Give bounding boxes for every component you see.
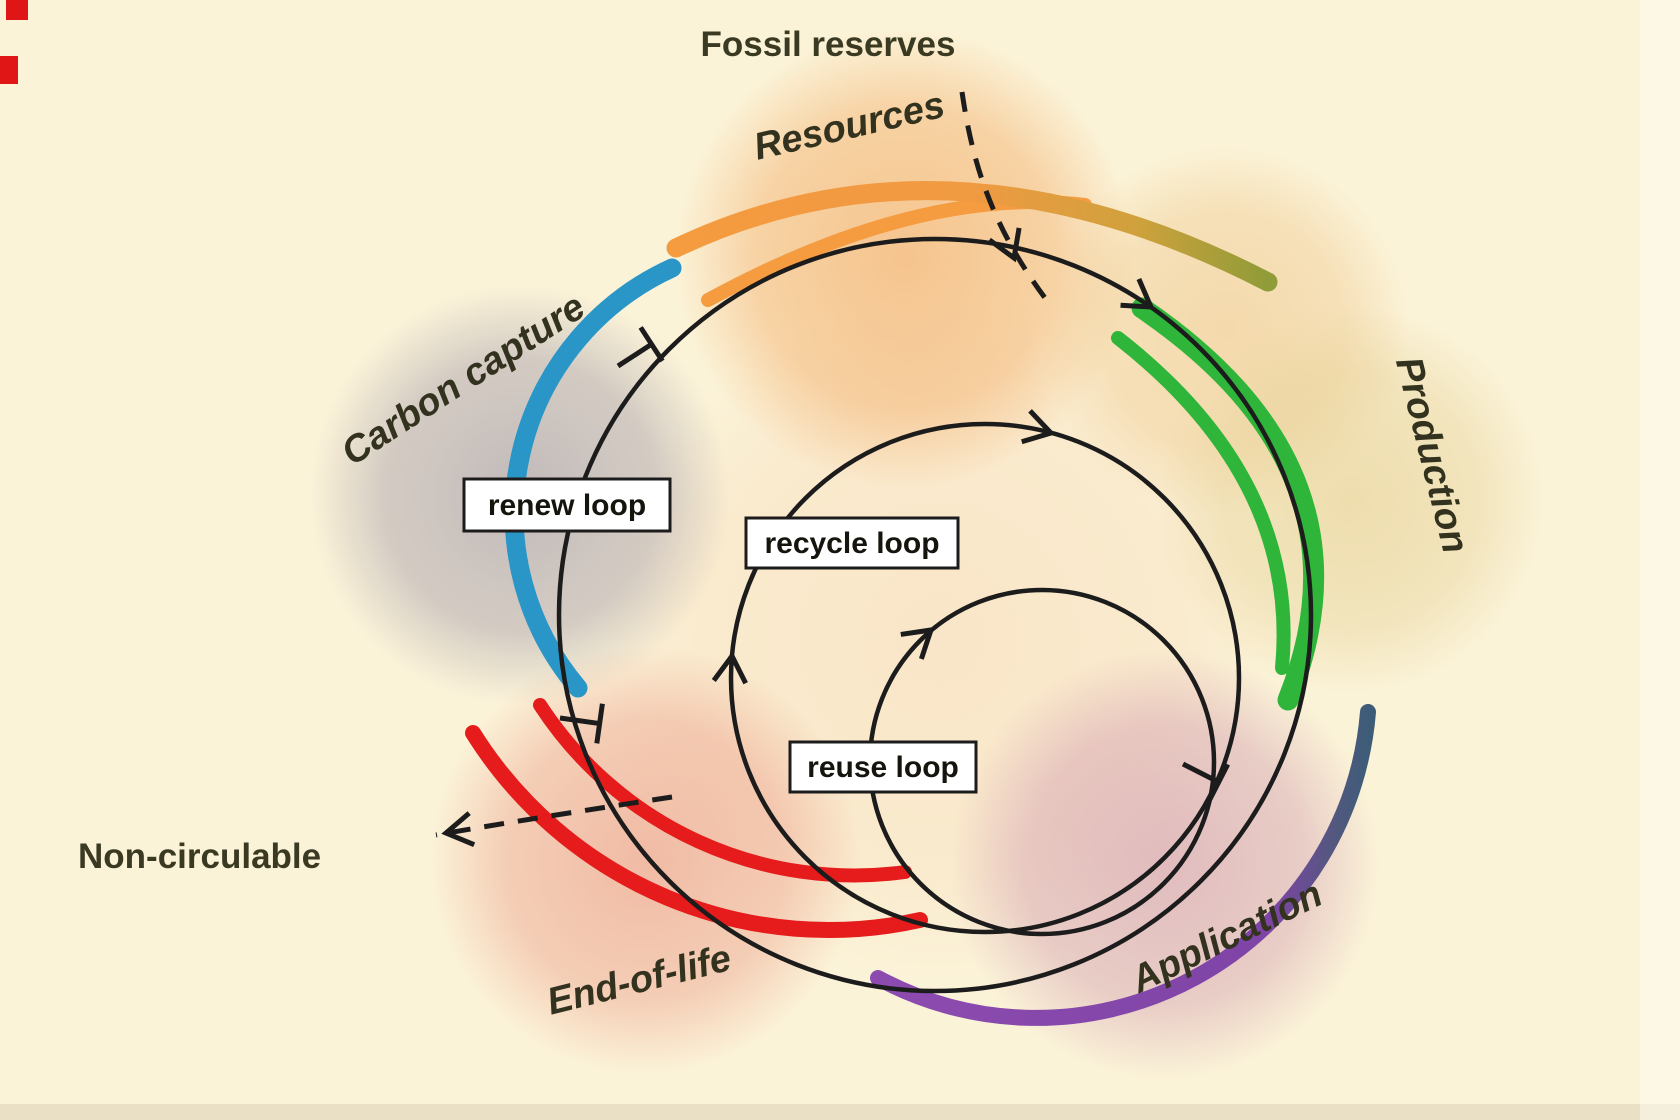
reuse-loop-label: reuse loop	[807, 751, 959, 784]
recycle-loop-box	[744, 516, 960, 570]
t-bar-junction-icon	[1181, 761, 1230, 802]
recycle-loop-label: recycle loop	[764, 527, 939, 560]
fossil-reserves-label: Fossil reserves	[701, 25, 956, 64]
production-arc-inner	[1111, 331, 1291, 675]
junction-marks	[559, 326, 1230, 802]
fossil-input-dashed-line	[959, 91, 1050, 304]
renew-loop-circle	[556, 236, 1314, 994]
carbon-capture-arc	[504, 258, 682, 698]
recycle-loop-arrow-icon	[1021, 409, 1056, 445]
production-arc-outer	[1131, 297, 1325, 711]
loop-label-boxes: renew loop recycle loop reuse loop	[462, 477, 978, 794]
resources-arc	[666, 181, 1278, 292]
resources-blob	[675, 28, 1135, 488]
renew-loop-label: renew loop	[488, 489, 646, 522]
non-circulable-label: Non-circulable	[78, 837, 321, 876]
artifact-mark	[6, 0, 28, 20]
renew-loop-box	[462, 477, 672, 533]
renew-loop-arrow-icon	[1120, 277, 1155, 310]
recycle-loop-arrow-icon	[711, 651, 748, 685]
non-circulable-arrow-icon	[441, 811, 476, 848]
right-edge-strip	[1640, 0, 1680, 1120]
recycle-loop-circle	[728, 421, 1242, 935]
end-of-life-arc-outer	[465, 725, 928, 938]
fossil-input-arrow-icon	[987, 227, 1022, 263]
flow-arrowheads	[711, 277, 1155, 685]
application-arc	[870, 704, 1376, 1026]
end-of-life-arc-inner	[533, 698, 912, 883]
reuse-loop-box	[788, 740, 978, 794]
non-circulable-dashed-line	[435, 794, 673, 838]
external-flows	[435, 91, 1050, 848]
stage-arcs	[465, 181, 1376, 1026]
t-bar-junction-icon	[559, 703, 605, 744]
end-of-life-blob	[430, 645, 860, 1075]
bottom-edge-strip	[0, 1104, 1680, 1120]
reuse-loop-arrow-icon	[900, 626, 935, 660]
artifact-mark	[0, 56, 18, 84]
t-bar-junction-icon	[616, 326, 665, 369]
loop-circles	[556, 236, 1314, 994]
